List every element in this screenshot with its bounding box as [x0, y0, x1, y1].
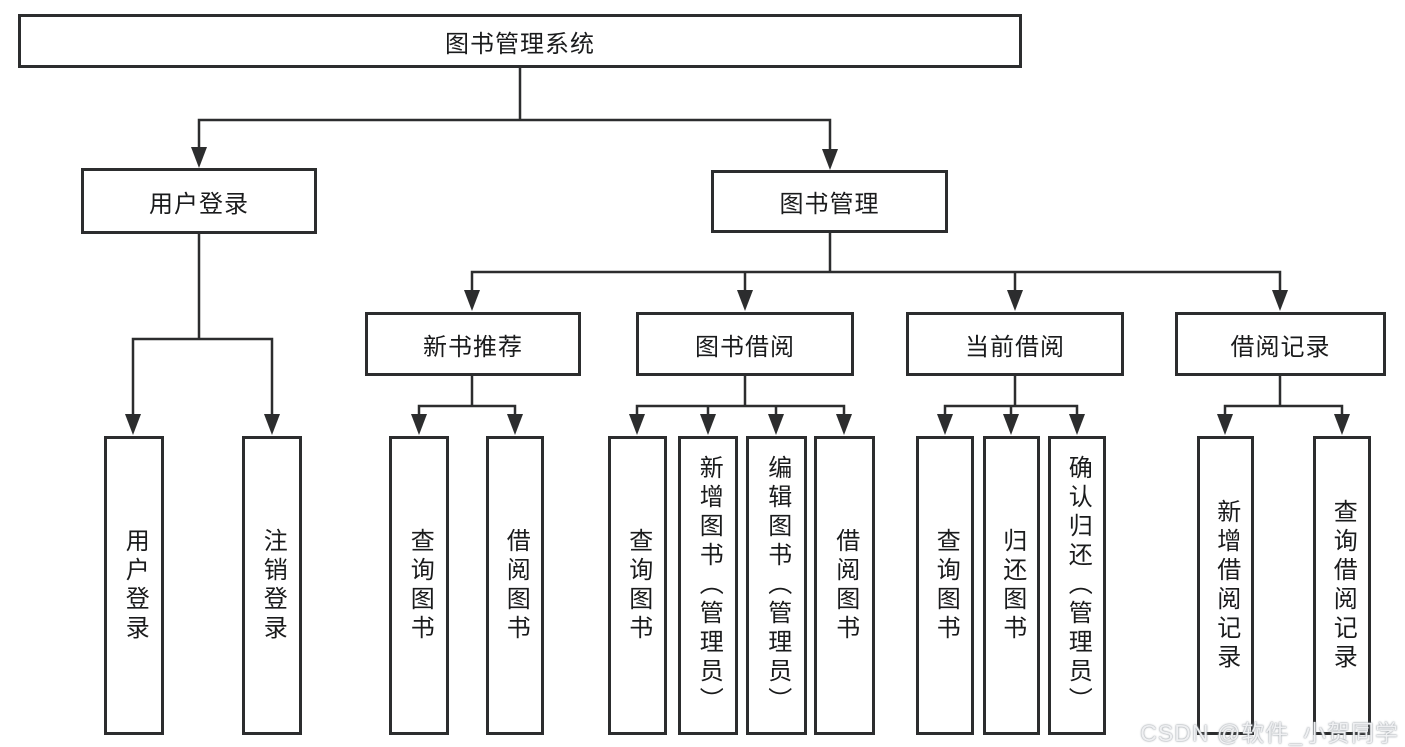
leaf-query-books-1: 查询图书 — [389, 436, 449, 735]
leaf-add-books-admin: 新增图书（管理员） — [678, 436, 738, 735]
arrow-down-icon — [836, 414, 852, 435]
arrow-down-icon — [822, 149, 838, 170]
arrow-down-icon — [507, 414, 523, 435]
arrow-down-icon — [937, 414, 953, 435]
node-book-management: 图书管理 — [711, 170, 948, 233]
arrow-down-icon — [1217, 414, 1233, 435]
leaf-add-borrow-record: 新增借阅记录 — [1197, 436, 1254, 735]
leaf-borrow-books-1: 借阅图书 — [486, 436, 544, 735]
arrow-down-icon — [1003, 414, 1019, 435]
leaf-logout: 注销登录 — [242, 436, 302, 735]
connector-path — [131, 66, 1344, 418]
arrow-down-icon — [1272, 290, 1288, 311]
arrow-down-icon — [191, 147, 207, 168]
arrow-down-icon — [264, 414, 280, 435]
node-current-borrow: 当前借阅 — [906, 312, 1124, 376]
arrow-down-heads — [125, 147, 1350, 435]
leaf-return-books: 归还图书 — [983, 436, 1040, 735]
arrow-down-icon — [125, 414, 141, 435]
arrow-down-icon — [768, 414, 784, 435]
leaf-query-borrow-record: 查询借阅记录 — [1313, 436, 1371, 735]
arrow-down-icon — [737, 290, 753, 311]
arrow-down-icon — [1069, 414, 1085, 435]
node-new-book-recommend: 新书推荐 — [365, 312, 581, 376]
leaf-edit-books-admin: 编辑图书（管理员） — [746, 436, 807, 735]
arrow-down-icon — [464, 290, 480, 311]
leaf-confirm-return-admin: 确认归还（管理员） — [1048, 436, 1106, 735]
arrow-down-icon — [700, 414, 716, 435]
node-borrow-record: 借阅记录 — [1175, 312, 1386, 376]
leaf-query-books-2: 查询图书 — [608, 436, 667, 735]
leaf-user-login: 用户登录 — [104, 436, 164, 735]
arrow-down-icon — [629, 414, 645, 435]
node-user-login: 用户登录 — [81, 168, 317, 234]
node-library-system: 图书管理系统 — [18, 14, 1022, 68]
leaf-query-books-3: 查询图书 — [916, 436, 974, 735]
leaf-borrow-books-2: 借阅图书 — [814, 436, 875, 735]
watermark: CSDN @软件_小贺同学 — [1140, 720, 1399, 746]
node-book-borrow: 图书借阅 — [636, 312, 854, 376]
arrow-down-icon — [1007, 290, 1023, 311]
arrow-down-icon — [1334, 414, 1350, 435]
arrow-down-icon — [411, 414, 427, 435]
